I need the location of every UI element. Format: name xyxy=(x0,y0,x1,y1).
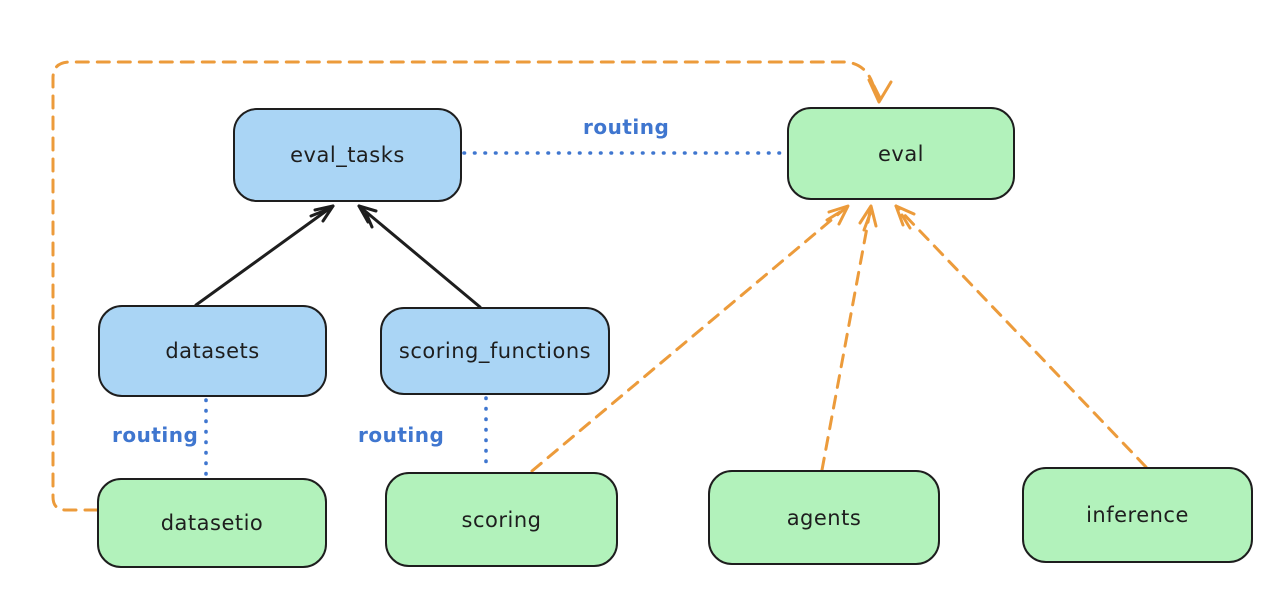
arrowhead-agents-to-eval-sketch xyxy=(862,212,872,232)
node-agents: agents xyxy=(708,470,940,565)
edge-datasetio-to-eval xyxy=(51,60,880,512)
node-datasetio-label: datasetio xyxy=(160,511,264,535)
node-scoring: scoring xyxy=(385,472,618,567)
edge-datasets-to-eval-tasks xyxy=(194,204,335,307)
node-eval-tasks-label: eval_tasks xyxy=(290,143,405,167)
node-datasetio: datasetio xyxy=(97,478,327,568)
node-datasets-label: datasets xyxy=(165,339,260,363)
arrowhead-agents-to-eval xyxy=(858,204,878,228)
arrowhead-datasets-to-eval-tasks-sketch xyxy=(309,208,328,218)
edge-agents-to-eval xyxy=(820,204,873,472)
arrowhead-inference-to-eval xyxy=(894,204,916,227)
arrowhead-datasets-to-eval-tasks xyxy=(313,204,335,223)
edge-label-routing-top: routing xyxy=(583,115,670,139)
arrowhead-datasetio-to-eval-sketch xyxy=(872,84,882,100)
node-eval-tasks: eval_tasks xyxy=(233,108,462,202)
node-eval-label: eval xyxy=(877,141,925,166)
node-scoring-label: scoring xyxy=(461,507,542,532)
edge-scoring-functions-to-eval-tasks xyxy=(357,204,482,309)
edge-label-routing-mid: routing xyxy=(358,423,445,447)
edge-label-routing-left: routing xyxy=(112,423,199,447)
arrowhead-scoring-to-eval xyxy=(827,204,850,226)
arrowhead-datasetio-to-eval xyxy=(867,78,893,104)
node-agents-label: agents xyxy=(786,505,862,530)
arrowhead-scoring-functions-to-eval-tasks xyxy=(357,204,378,224)
node-inference-label: inference xyxy=(1086,503,1189,527)
node-eval: eval xyxy=(787,107,1015,200)
arrowhead-scoring-functions-to-eval-tasks-sketch xyxy=(364,211,374,229)
arrowhead-scoring-to-eval-sketch xyxy=(825,210,842,222)
node-scoring-functions-label: scoring_functions xyxy=(398,339,592,363)
node-scoring-functions: scoring_functions xyxy=(380,307,610,395)
edge-inference-to-eval xyxy=(894,204,1148,469)
arrowhead-inference-to-eval-sketch xyxy=(900,213,912,230)
edge-scoring-to-eval xyxy=(530,204,850,473)
node-inference: inference xyxy=(1022,467,1253,563)
node-datasets: datasets xyxy=(98,305,327,397)
